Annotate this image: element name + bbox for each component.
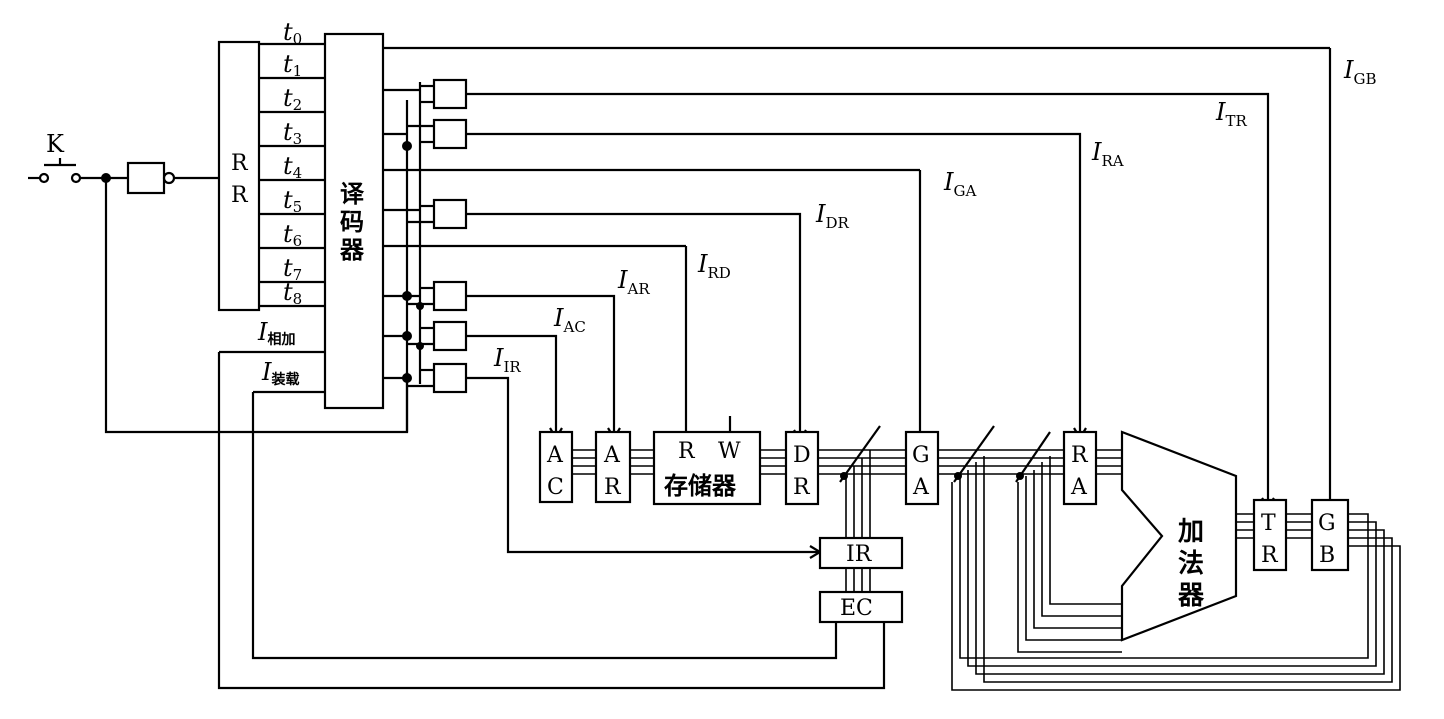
tick-label-t1: t1 [283, 50, 302, 80]
data-bus [572, 425, 1401, 691]
svg-text:D: D [793, 443, 811, 468]
svg-text:R: R [604, 475, 622, 500]
register-dr: D R [784, 430, 820, 506]
signal-label-tr: ITR [1215, 98, 1247, 130]
svg-text:I装载: I装载 [261, 358, 299, 388]
inverter-gate [126, 161, 229, 195]
svg-text:C: C [547, 475, 564, 500]
tick-label-t2: t2 [283, 84, 302, 114]
register-ec: EC [818, 590, 904, 624]
signal-label-dr: IDR [815, 200, 850, 232]
svg-text:A: A [912, 475, 930, 500]
tick-label-t0: t0 [283, 18, 302, 48]
ring-counter-label-1: R [231, 151, 249, 176]
svg-text:R: R [1261, 543, 1279, 568]
register-ac: A C [538, 430, 574, 504]
svg-text:存储器: 存储器 [664, 472, 737, 500]
svg-text:G: G [1318, 511, 1336, 536]
decoder-char-2: 码 [340, 208, 364, 236]
start-switch: K [28, 130, 128, 184]
svg-text:R: R [1071, 443, 1089, 468]
decoder: 译 码 器 [323, 32, 385, 410]
signal-label-rd: IRD [697, 250, 731, 282]
tick-label-t7: t7 [283, 254, 302, 284]
svg-text:法: 法 [1178, 549, 1204, 579]
tick-label-t3: t3 [283, 118, 302, 148]
svg-text:I相加: I相加 [257, 318, 295, 348]
svg-text:B: B [1319, 543, 1335, 568]
tick-label-t5: t5 [283, 186, 302, 216]
opcode-load-input: I装载 [253, 358, 325, 394]
svg-text:R: R [793, 475, 811, 500]
ring-counter-label-2: R [231, 183, 249, 208]
register-ga: G A [904, 430, 940, 506]
svg-text:加: 加 [1178, 517, 1204, 547]
register-ar: A R [594, 430, 632, 504]
svg-text:T: T [1261, 511, 1276, 536]
decoder-output-bus [383, 46, 1330, 432]
signal-label-ga: IGA [943, 168, 976, 200]
decoder-char-1: 译 [340, 180, 365, 208]
opcode-add-input: I相加 [219, 318, 325, 354]
svg-text:R: R [678, 439, 696, 464]
signal-label-ar: IAR [617, 266, 650, 298]
register-ra: R A [1062, 430, 1098, 506]
tick-label-t8: t8 [283, 278, 302, 308]
register-ir: IR [818, 536, 904, 570]
svg-text:EC: EC [840, 596, 873, 621]
svg-text:A: A [603, 443, 621, 468]
register-gb: G B [1310, 498, 1350, 572]
tick-label-t4: t4 [283, 152, 302, 182]
svg-text:G: G [912, 443, 930, 468]
adder: 加 法 器 [1120, 430, 1238, 642]
svg-text:器: 器 [1177, 581, 1205, 611]
svg-text:IR: IR [846, 542, 873, 567]
signal-label-ac: IAC [553, 304, 586, 336]
and-gates [407, 78, 468, 394]
svg-text:A: A [1070, 475, 1088, 500]
svg-text:W: W [718, 439, 741, 464]
signal-label-ra: IRA [1091, 138, 1124, 170]
decoder-char-3: 器 [339, 236, 365, 264]
switch-k-label: K [46, 130, 65, 158]
svg-text:A: A [546, 443, 564, 468]
control-signal-wires [466, 48, 1332, 559]
signal-label-ir: IIR [493, 344, 521, 376]
memory: R W 存储器 [652, 430, 762, 506]
timing-lines: t0 t1 t2 t3 t4 t5 t6 t7 t8 [259, 18, 325, 308]
junction-dots [402, 141, 424, 383]
signal-label-gb: IGB [1343, 56, 1377, 88]
tick-label-t6: t6 [283, 220, 302, 250]
signal-labels: IGB ITR IRA IGA IDR IRD IAR IAC IIR [493, 56, 1377, 376]
ring-counter: R R [217, 40, 261, 312]
register-tr: T R [1252, 498, 1288, 572]
